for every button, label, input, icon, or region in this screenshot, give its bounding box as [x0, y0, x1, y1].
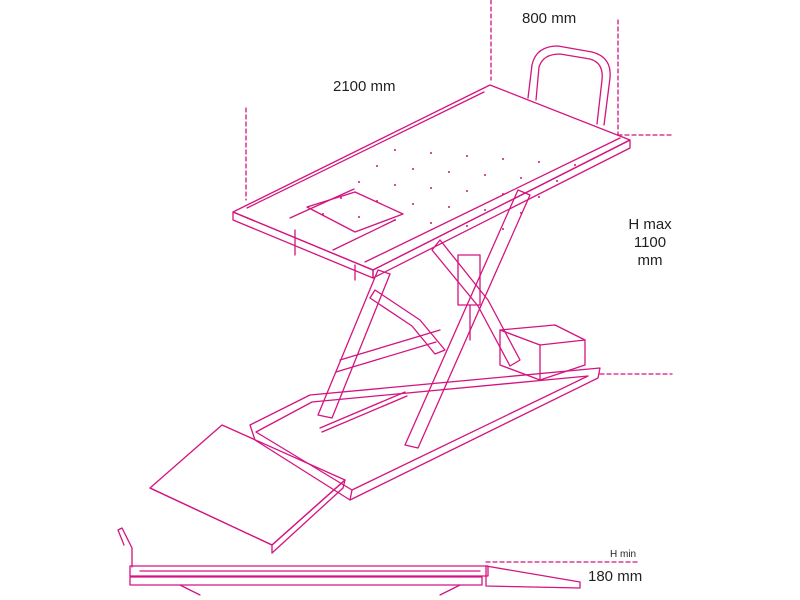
- bolt-dot: [538, 196, 540, 198]
- bolt-dot: [502, 193, 504, 195]
- bolt-dot: [430, 222, 432, 224]
- bolt-dot: [466, 190, 468, 192]
- bolt-dot: [448, 206, 450, 208]
- bolt-dot: [538, 161, 540, 163]
- bolt-dot: [322, 213, 324, 215]
- platform-bolts: [322, 149, 576, 230]
- bolt-dot: [430, 187, 432, 189]
- bolt-dot: [412, 168, 414, 170]
- loading-ramp: [149, 424, 346, 554]
- bolt-dot: [574, 164, 576, 166]
- bolt-dot: [556, 180, 558, 182]
- bolt-dot: [466, 155, 468, 157]
- min-height-value: 180 mm: [588, 568, 643, 585]
- platform: [232, 84, 631, 281]
- bolt-dot: [484, 174, 486, 176]
- max-height-unit: mm: [637, 252, 663, 269]
- base-frame: [249, 367, 601, 501]
- bolt-dot: [340, 197, 342, 199]
- folded-lift-side-view: [117, 527, 581, 596]
- bolt-dot: [394, 149, 396, 151]
- bolt-dot: [376, 165, 378, 167]
- bolt-dot: [502, 158, 504, 160]
- width-dimension-label: 800 mm: [522, 10, 577, 27]
- max-height-value: 1100: [633, 234, 667, 251]
- bolt-dot: [394, 219, 396, 221]
- bolt-dot: [394, 184, 396, 186]
- bolt-dot: [484, 209, 486, 211]
- bolt-dot: [358, 216, 360, 218]
- bolt-dot: [520, 177, 522, 179]
- min-height-label: H min: [610, 549, 637, 560]
- bolt-dot: [502, 228, 504, 230]
- max-height-dimension-label: H max 1100 mm: [618, 216, 682, 270]
- bolt-dot: [448, 171, 450, 173]
- bolt-dot: [430, 152, 432, 154]
- length-dimension-label: 2100 mm: [333, 78, 396, 95]
- bolt-dot: [412, 203, 414, 205]
- bolt-dot: [520, 212, 522, 214]
- max-height-label: H max: [628, 216, 672, 233]
- bolt-dot: [376, 200, 378, 202]
- scissor-mechanism: [317, 189, 586, 449]
- bolt-dot: [466, 225, 468, 227]
- dimension-lines: [245, 0, 673, 563]
- handlebar: [527, 45, 611, 126]
- bolt-dot: [358, 181, 360, 183]
